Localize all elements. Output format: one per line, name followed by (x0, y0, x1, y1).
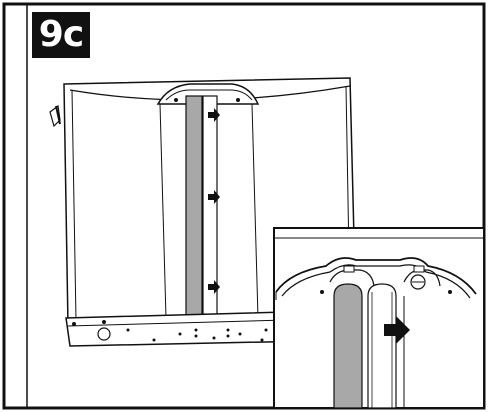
arrow-right-icon (208, 190, 220, 204)
step-number-badge: 9c (32, 12, 90, 58)
installed-tube (333, 283, 363, 409)
arrow-right-icon (208, 108, 220, 122)
arrow-right-icon (384, 316, 410, 344)
installed-tube (185, 95, 203, 317)
arrow-right-icon (208, 280, 220, 294)
detail-inset (273, 227, 485, 409)
new-tube (367, 283, 397, 409)
